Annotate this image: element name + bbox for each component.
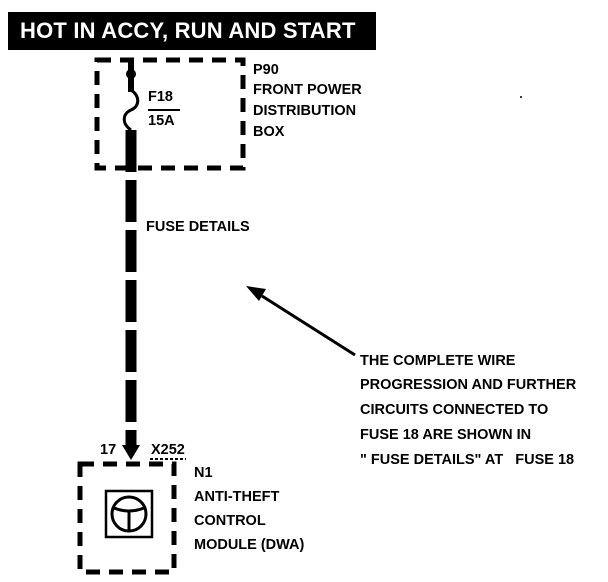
fuse-rating: 15A — [148, 113, 175, 129]
module-name-line-1: ANTI-THEFT — [194, 489, 280, 505]
wire-label: FUSE DETAILS — [146, 219, 250, 235]
scan-speck — [520, 96, 522, 98]
note-pointer-line — [261, 294, 356, 357]
power-box-id: P90 — [253, 62, 279, 78]
note-line-4: FUSE 18 ARE SHOWN IN — [360, 427, 532, 443]
connector-pin-number: 17 — [100, 442, 117, 458]
power-box-name-line-2: DISTRIBUTION — [253, 103, 357, 119]
module-name-line-3: MODULE (DWA) — [194, 537, 305, 553]
note-line-1: THE COMPLETE WIRE — [360, 353, 516, 369]
steering-wheel-icon — [110, 495, 148, 533]
note-line-5: " FUSE DETAILS" AT FUSE 18 — [360, 452, 575, 468]
note-line-2: PROGRESSION AND FURTHER — [360, 377, 577, 393]
fuse-id: F18 — [148, 89, 173, 105]
fuse-icon — [122, 88, 140, 132]
page-title: HOT IN ACCY, RUN AND START — [8, 12, 376, 50]
module-id: N1 — [194, 465, 213, 481]
note-line-3: CIRCUITS CONNECTED TO — [360, 402, 549, 418]
note-pointer-arrowhead — [246, 286, 266, 301]
power-distribution-box-outline — [94, 57, 246, 171]
power-box-name-line-3: BOX — [253, 124, 285, 140]
connector-pin-icon — [122, 445, 140, 460]
splice-dot — [126, 69, 136, 79]
power-box-name-line-1: FRONT POWER — [253, 82, 362, 98]
module-box-outline — [77, 461, 177, 575]
connector-id: X252 — [151, 442, 185, 458]
module-name-line-2: CONTROL — [194, 513, 266, 529]
module-symbol-frame — [104, 489, 154, 539]
